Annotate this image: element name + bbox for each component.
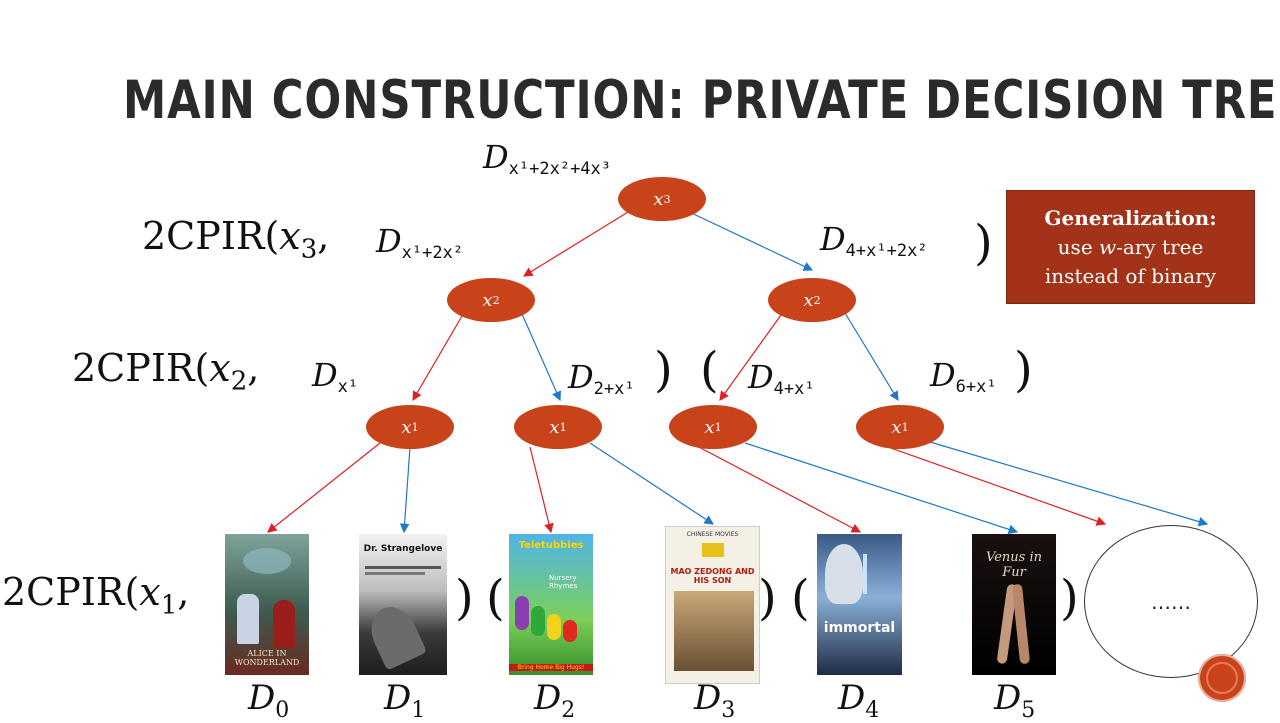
movie-cover-d2: Teletubbies Nursery Rhymes Bring Home Bi…	[509, 534, 593, 675]
leaf-label-d0: D0	[248, 678, 290, 723]
leaf-label-d5: D5	[994, 678, 1036, 723]
generalization-callout: Generalization: use w-ary tree instead o…	[1006, 190, 1255, 304]
cpir-x2-expr: 2CPIR(x2,	[72, 346, 260, 397]
edge-l2b-left	[719, 314, 782, 401]
cpir-x2-close1: )	[654, 342, 673, 398]
cpir-x2-db4: D6+x¹	[930, 356, 997, 397]
cpir-x2-close2: )	[1014, 342, 1033, 398]
cpir-x3-expr: 2CPIR(x3,	[142, 214, 330, 265]
leaf-label-d4: D4	[838, 678, 880, 723]
cpir-x3-right-db: D4+x¹+2x²	[820, 220, 928, 261]
leaf-label-d1: D1	[384, 678, 426, 723]
root-index-label: Dx¹+2x²+4x³	[483, 138, 612, 179]
movie-cover-d4: immortal	[817, 534, 902, 675]
edge-l2b-right	[844, 312, 899, 402]
cpir-x3-left-db: Dx¹+2x²	[376, 222, 464, 263]
cpir-x2-db3: D4+x¹	[748, 358, 815, 399]
generalization-line2: instead of binary	[1044, 263, 1217, 288]
cpir-x1-close2: )	[758, 570, 777, 626]
edge-root-left	[522, 211, 629, 277]
more-leaves-ellipse: ……	[1084, 525, 1258, 678]
leaf-label-d3: D3	[694, 678, 736, 723]
movie-cover-d5: Venus in Fur	[972, 534, 1056, 675]
cpir-x2-db1: Dx¹	[312, 356, 359, 397]
edge-l1b-left	[529, 446, 554, 534]
cpir-x2-open2: (	[700, 342, 719, 398]
movie-cover-d1: Dr. Strangelove	[359, 534, 447, 675]
cpir-x2-db2: D2+x¹	[568, 358, 635, 399]
edge-l1c-right	[744, 442, 1019, 534]
edge-l2a-left	[412, 315, 463, 402]
cpir-x1-open2: (	[486, 570, 505, 626]
movie-cover-d0: ALICE IN WONDERLAND	[225, 534, 309, 675]
cpir-x1-open3: (	[791, 570, 810, 626]
generalization-line1: use w-ary tree	[1057, 234, 1204, 259]
edge-l1b-right	[589, 442, 715, 525]
movie-cover-d3: CHINESE MOVIES MAO ZEDONG AND HIS SON	[665, 526, 760, 684]
edge-l1d-left	[887, 446, 1107, 526]
edge-l1a-left	[267, 442, 381, 533]
cpir-x1-close3: )	[1060, 570, 1079, 626]
edge-l1a-right	[399, 446, 411, 534]
cpir-x3-close-paren: )	[974, 215, 993, 271]
leaf-label-d2: D2	[534, 678, 576, 723]
edge-root-right	[684, 209, 814, 271]
nav-ring-icon	[1206, 662, 1238, 694]
cpir-x1-close1: )	[455, 570, 474, 626]
slide-nav-button[interactable]	[1198, 654, 1246, 702]
edge-l2a-right	[521, 313, 561, 402]
cpir-x1-expr: 2CPIR(x1,	[2, 570, 190, 621]
edge-l1d-right	[929, 441, 1209, 527]
edge-l1c-left	[694, 444, 862, 533]
ellipsis-text: ……	[1151, 589, 1191, 614]
generalization-heading: Generalization:	[1044, 205, 1217, 230]
